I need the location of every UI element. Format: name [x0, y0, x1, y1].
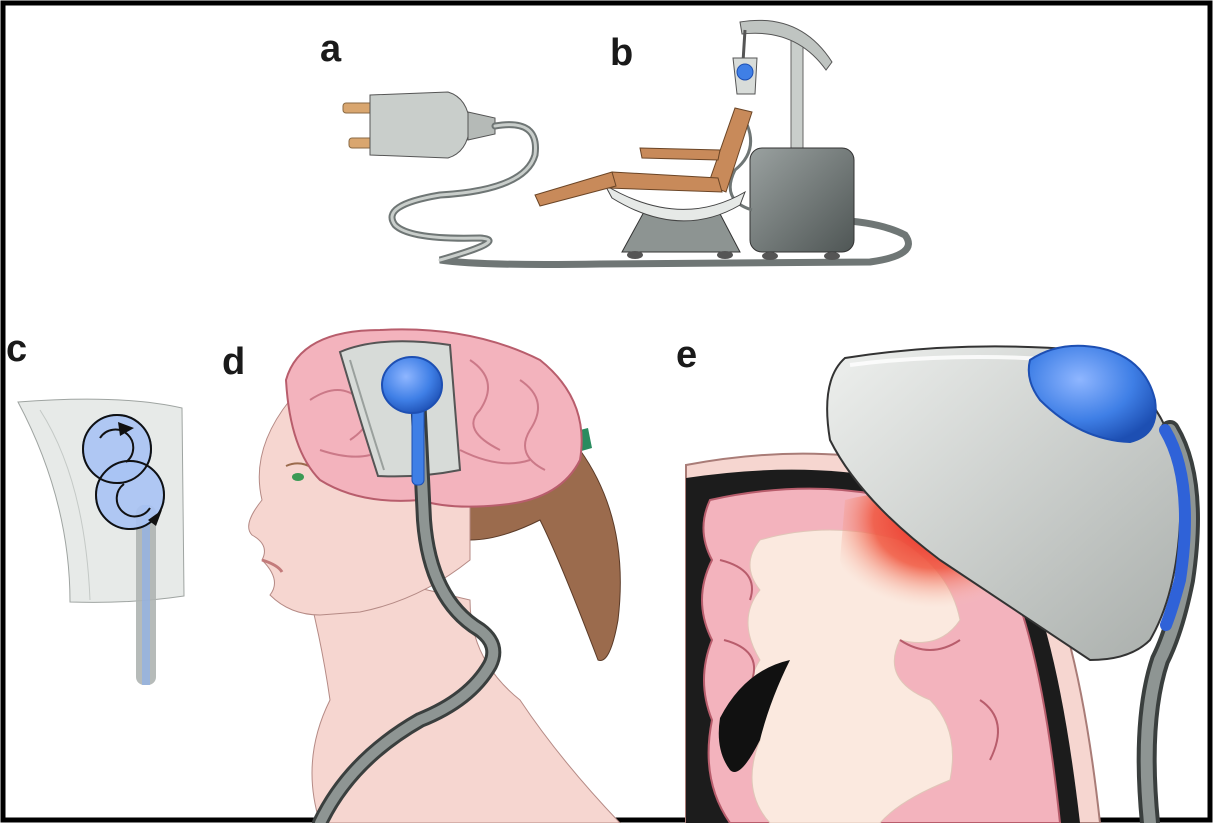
eye — [292, 473, 304, 481]
panel-b-chair-setup — [535, 20, 854, 260]
chair-armrest — [640, 148, 720, 160]
mini-coil — [737, 64, 753, 80]
plug-body — [370, 92, 470, 158]
plug-neck — [468, 112, 495, 140]
panel-label-a: a — [320, 30, 341, 68]
chair-seat — [608, 172, 722, 192]
panel-d-head — [249, 329, 621, 823]
panel-label-e: e — [676, 336, 697, 374]
panel-label-d: d — [222, 343, 245, 381]
panel-label-b: b — [610, 34, 633, 72]
panel-c-coil-closeup — [18, 399, 184, 685]
panel-e-section — [686, 346, 1190, 823]
coil-d — [382, 357, 442, 413]
panel-label-c: c — [6, 330, 27, 368]
coil-stand-pole — [791, 40, 803, 155]
chair-legrest — [535, 172, 616, 206]
coil-holder-cable — [743, 30, 745, 62]
stimulator-device — [750, 148, 854, 252]
